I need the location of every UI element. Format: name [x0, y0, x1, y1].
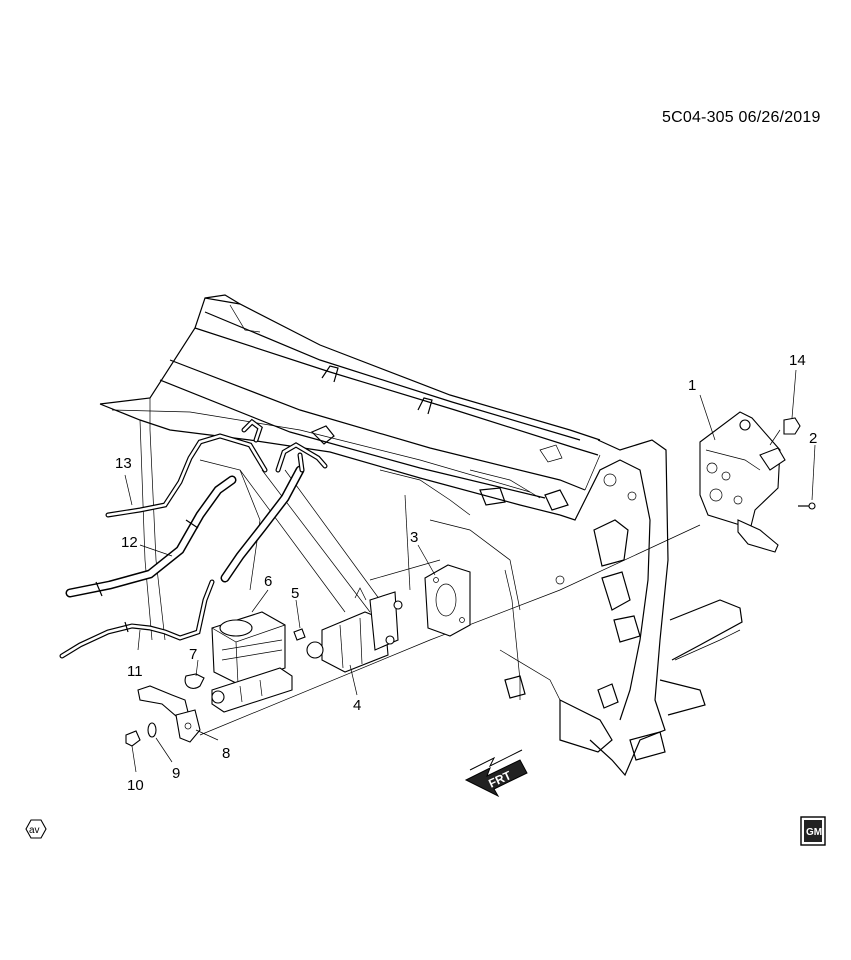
callout-12: 12: [121, 534, 138, 551]
gm-logo-text: GM: [806, 827, 822, 838]
hinge-pillar: [499, 439, 743, 777]
callout-8: 8: [222, 745, 230, 762]
gm-logo: GM: [800, 816, 826, 846]
callout-leaders: [124, 369, 816, 773]
callout-14: 14: [789, 352, 806, 369]
master-cylinder: [211, 667, 293, 713]
callout-2: 2: [809, 430, 817, 447]
document-id-date: 5C04-305 06/26/2019: [662, 109, 821, 126]
callout-9: 9: [172, 765, 180, 782]
callout-1: 1: [688, 377, 696, 394]
hose-13: [105, 418, 268, 518]
av-badge-label: av: [29, 825, 40, 836]
bracket-8: [137, 685, 201, 743]
front-direction-arrow: FRT: [464, 749, 528, 798]
callout-5: 5: [291, 585, 299, 602]
hose-12b: [220, 465, 305, 583]
booster-assembly-4: [306, 587, 403, 673]
callout-4: 4: [353, 697, 361, 714]
nut-10: [125, 730, 141, 747]
pedal-bracket-1: [699, 411, 786, 553]
hose-upper-right: [275, 442, 328, 473]
callout-10: 10: [127, 777, 144, 794]
bracket-3: [424, 564, 471, 637]
av-badge: av: [25, 819, 47, 839]
callout-11: 11: [127, 663, 143, 680]
callout-6: 6: [264, 573, 272, 590]
reservoir-6: [211, 611, 286, 685]
cowl-panel: [99, 294, 601, 700]
callout-13: 13: [115, 455, 132, 472]
hose-12: [65, 475, 237, 598]
nut-5: [293, 628, 306, 641]
callout-labels: 1 2 3 4 5 6 7 8 9 10 11 12 13 14: [115, 352, 817, 794]
nut-14: [769, 417, 801, 446]
callout-3: 3: [410, 529, 418, 546]
bolt-2: [798, 502, 816, 510]
brake-pipe-11: [59, 579, 215, 659]
callout-7: 7: [189, 646, 197, 663]
washer-9: [147, 722, 157, 738]
clip-7: [184, 673, 205, 689]
